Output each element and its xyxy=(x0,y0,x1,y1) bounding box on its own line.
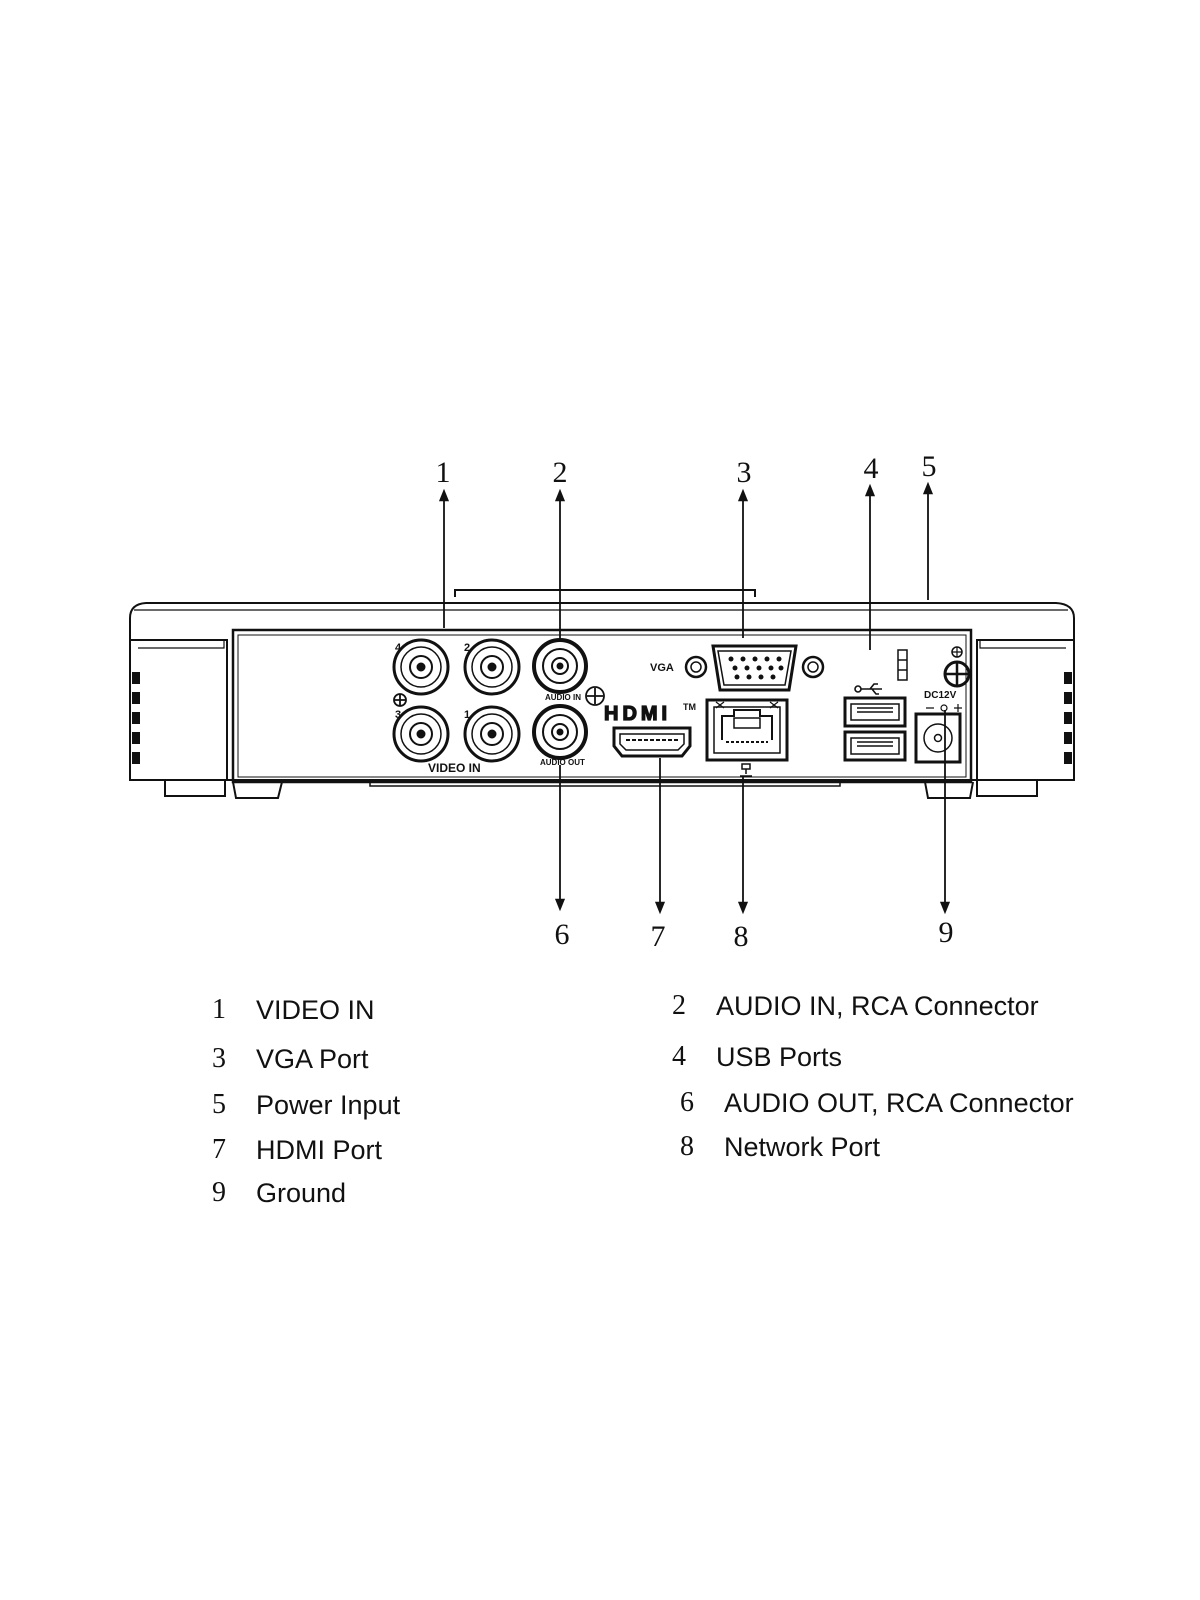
callout-4: 4 xyxy=(864,452,879,485)
legend-number: 6 xyxy=(680,1087,694,1118)
dc-panel-label: DC12V xyxy=(924,690,957,701)
usb-ports xyxy=(843,696,907,762)
network-icon xyxy=(740,763,752,777)
bnc-connector-2 xyxy=(463,638,521,696)
bnc-connector-3 xyxy=(392,705,450,763)
bnc-connector-4 xyxy=(392,638,450,696)
power-input-jack xyxy=(914,712,962,764)
callout-3: 3 xyxy=(737,456,752,489)
ground-symbol-icon xyxy=(393,693,407,707)
device-chassis xyxy=(129,589,1075,799)
legend-item: 5 Power Input xyxy=(212,1087,400,1123)
legend-label: AUDIO OUT, RCA Connector xyxy=(724,1088,1074,1118)
legend-label: Power Input xyxy=(256,1090,401,1120)
legend-label: USB Ports xyxy=(716,1042,843,1072)
bnc-label-1: 1 xyxy=(464,709,470,721)
audio-in-rca-connector xyxy=(532,638,588,694)
bnc-label-2: 2 xyxy=(464,642,470,654)
hdmi-tm-mark: TM xyxy=(683,702,696,712)
callout-8: 8 xyxy=(734,920,749,953)
audio-ground-icon xyxy=(585,686,605,706)
legend-item: 3 VGA Port xyxy=(212,1041,369,1077)
hdmi-port xyxy=(612,726,692,758)
indicator-slot xyxy=(897,649,908,681)
legend-item: 7 HDMI Port xyxy=(212,1132,382,1168)
bnc-connector-1 xyxy=(463,705,521,763)
bnc-label-4: 4 xyxy=(395,642,402,654)
legend-label: Ground xyxy=(256,1178,347,1208)
hdmi-logo-text: HDMI xyxy=(604,703,671,725)
video-in-panel-label: VIDEO IN xyxy=(428,761,481,775)
legend-label: HDMI Port xyxy=(256,1135,383,1165)
chassis-ground-icon xyxy=(943,646,971,688)
usb-icon xyxy=(854,683,882,695)
callout-2: 2 xyxy=(553,456,568,489)
audio-in-panel-label: AUDIO IN xyxy=(545,693,581,702)
polarity-symbol-icon xyxy=(926,704,962,712)
audio-out-panel-label: AUDIO OUT xyxy=(540,758,585,767)
rear-panel-diagram: 4 2 3 1 VIDEO IN AUDIO IN AUDIO OUT VGA xyxy=(129,450,1075,953)
legend-number: 8 xyxy=(680,1131,694,1162)
legend-number: 3 xyxy=(212,1043,226,1074)
legend-item: 8 Network Port xyxy=(680,1129,880,1165)
video-in-connectors xyxy=(392,638,521,763)
legend-item: 4 USB Ports xyxy=(672,1039,842,1075)
callout-leaders xyxy=(438,481,951,915)
network-port xyxy=(705,698,789,762)
hdmi-logo: HDMI TM xyxy=(603,702,696,726)
vga-port xyxy=(684,644,825,692)
vga-panel-label: VGA xyxy=(650,662,674,674)
bnc-label-3: 3 xyxy=(395,709,401,721)
legend-item: 6 AUDIO OUT, RCA Connector xyxy=(680,1085,1074,1121)
legend-number: 9 xyxy=(212,1177,226,1208)
legend-number: 7 xyxy=(212,1134,226,1165)
legend-item: 9 Ground xyxy=(212,1175,346,1211)
callout-9: 9 xyxy=(939,916,954,949)
callout-6: 6 xyxy=(555,918,570,951)
callout-7: 7 xyxy=(651,920,666,953)
legend-label: VGA Port xyxy=(256,1044,369,1074)
callout-5: 5 xyxy=(922,450,937,483)
audio-out-rca-connector xyxy=(532,704,588,760)
legend-label: Network Port xyxy=(724,1132,881,1162)
legend-number: 5 xyxy=(212,1089,226,1120)
legend-number: 4 xyxy=(672,1041,686,1072)
callout-1: 1 xyxy=(436,456,451,489)
